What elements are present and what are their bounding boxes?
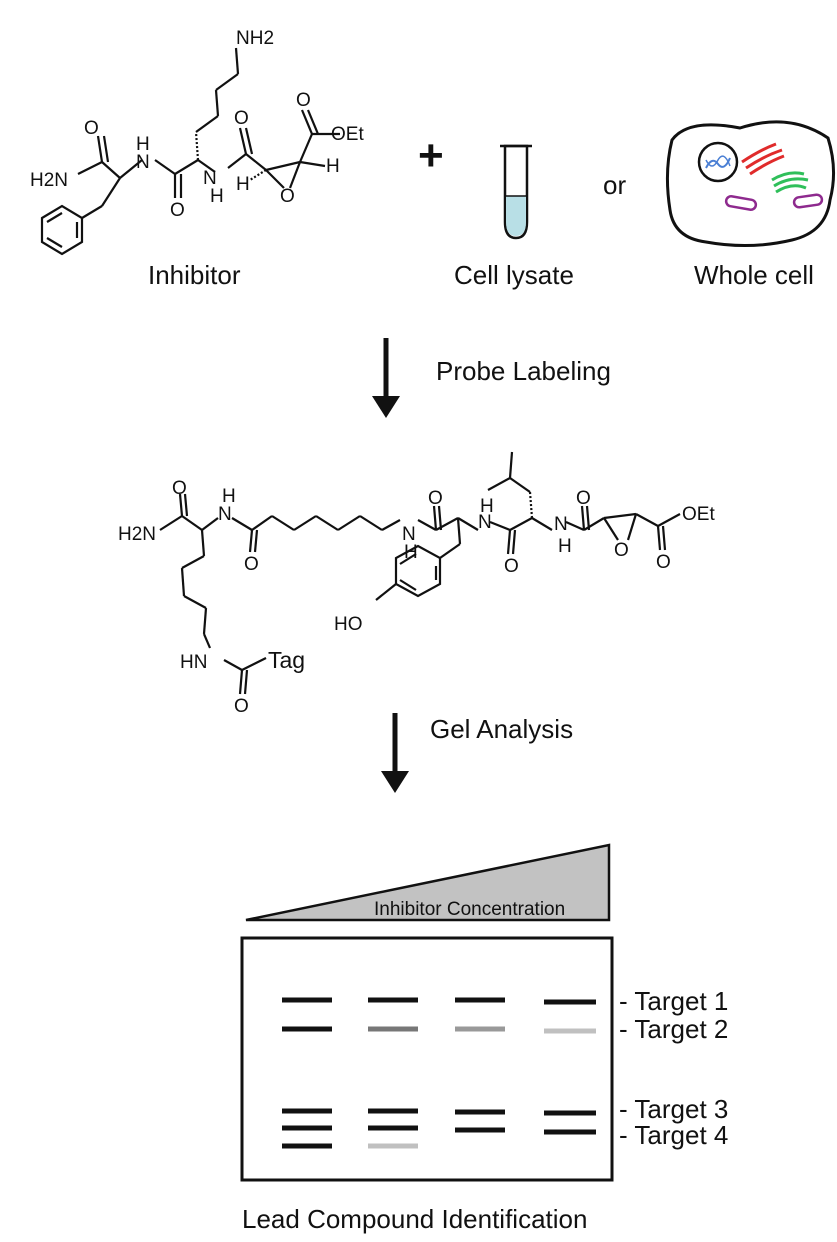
- probe-h2n: H2N: [118, 524, 156, 545]
- inhibitor-nh-a-h: H: [136, 134, 150, 155]
- probe-nh4-n: N: [554, 514, 568, 535]
- inhibitor-label: Inhibitor: [148, 260, 241, 290]
- whole-cell-icon: [665, 120, 835, 248]
- probe-nh2-h: H: [404, 542, 418, 563]
- probe-nh4-h: H: [558, 536, 572, 557]
- inhibitor-nh-a-n: N: [136, 152, 150, 173]
- probe-epoxide-o: O: [614, 540, 629, 561]
- probe-nh3-n: N: [478, 512, 492, 533]
- target-2-label: - Target 2: [619, 1014, 728, 1044]
- concentration-gradient-wedge: [245, 843, 611, 922]
- probe-o2: O: [244, 554, 259, 575]
- target-4-label: - Target 4: [619, 1120, 728, 1150]
- probe-o4: O: [504, 556, 519, 577]
- probe-nh1-n: N: [218, 504, 232, 525]
- down-arrow-1: [372, 338, 400, 418]
- probe-nh2-n: N: [402, 524, 416, 545]
- probe-oet: OEt: [682, 504, 715, 525]
- target-labels: - Target 1 - Target 2 - Target 3 - Targe…: [619, 986, 728, 1150]
- cell-lysate-label: Cell lysate: [454, 260, 574, 290]
- inhibitor-h1: H: [236, 174, 250, 195]
- probe-o3: O: [428, 488, 443, 509]
- inhibitor-nh2: NH2: [236, 28, 274, 49]
- inhibitor-o2: O: [170, 200, 185, 221]
- inhibitor-structure: [40, 47, 340, 256]
- probe-o6: O: [656, 552, 671, 573]
- or-label: or: [603, 170, 626, 200]
- probe-nh1-h: H: [222, 486, 236, 507]
- probe-o7: O: [234, 696, 249, 717]
- gel-bands: [282, 997, 596, 1149]
- plus-sign: +: [418, 131, 444, 180]
- inhibitor-h2n: H2N: [30, 170, 68, 191]
- lead-compound-label: Lead Compound Identification: [242, 1204, 587, 1234]
- whole-cell-label: Whole cell: [694, 260, 814, 290]
- inhibitor-epoxide-o: O: [280, 186, 295, 207]
- probe-structure: [159, 451, 681, 695]
- gradient-label: Inhibitor Concentration: [374, 899, 565, 920]
- gel-analysis-label: Gel Analysis: [430, 714, 573, 744]
- inhibitor-o4: O: [296, 90, 311, 111]
- probe-tag: Tag: [268, 647, 305, 673]
- inhibitor-h2: H: [326, 156, 340, 177]
- probe-o5: O: [576, 488, 591, 509]
- inhibitor-o1: O: [84, 118, 99, 139]
- test-tube-icon: [500, 144, 532, 240]
- inhibitor-nh-b-h: H: [210, 186, 224, 207]
- inhibitor-nh-b-n: N: [203, 168, 217, 189]
- target-3-label: - Target 3: [619, 1094, 728, 1124]
- gel-box: [240, 936, 614, 1182]
- inhibitor-oet: OEt: [331, 124, 364, 145]
- probe-labeling-label: Probe Labeling: [436, 356, 611, 386]
- inhibitor-atom-labels: NH2 H2N O H N O N H O O OEt H H O: [30, 28, 364, 221]
- inhibitor-o3: O: [234, 108, 249, 129]
- probe-hn: HN: [180, 652, 207, 673]
- target-1-label: - Target 1: [619, 986, 728, 1016]
- probe-atom-labels: H2N O H N O N H O H N O N H O O OEt O HO…: [118, 478, 715, 717]
- down-arrow-2: [381, 713, 409, 793]
- probe-ho: HO: [334, 614, 363, 635]
- probe-nh3-h: H: [480, 496, 494, 517]
- probe-o1: O: [172, 478, 187, 499]
